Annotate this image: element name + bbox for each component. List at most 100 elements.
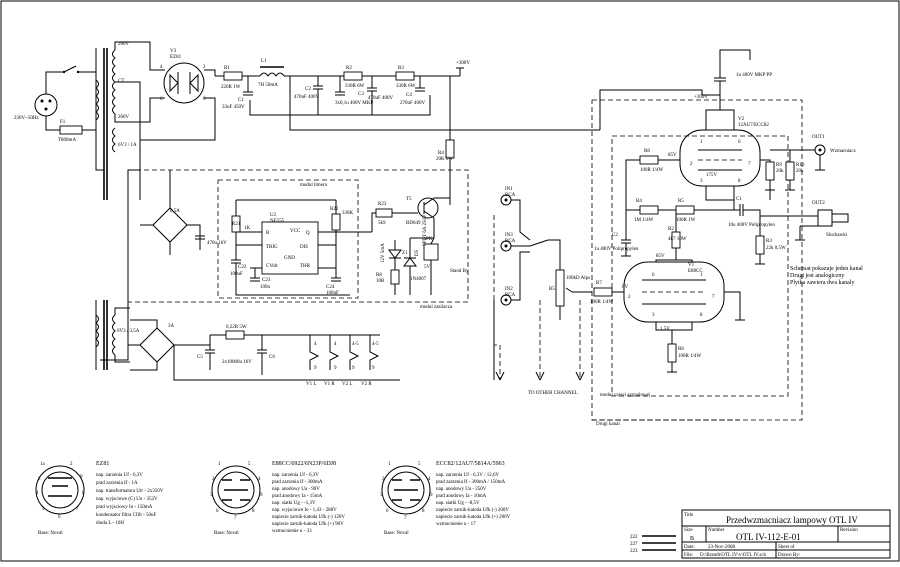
output-coupling: 1u 400V MKP PP +300V [694,49,772,100]
out2-label: OUT2 [812,201,825,206]
e88cc-spec: napiecie zarnik-katoda Ufk (+) 90V [272,522,344,527]
number-label: Number [708,528,725,533]
ecc82-pin: 8 [422,509,425,514]
note-line-2: Drugi jest analogiczny [790,273,844,279]
second-channel-outline [611,135,789,397]
e88cc-title: E88CC/6922/6N23P/6DJ8 [272,461,336,467]
z1-value: 12V 5mA [381,243,386,263]
heater-pin: 9 [314,366,317,371]
ez81-pin: 8 [82,491,85,496]
v1-pin: 3 [652,313,655,318]
v1-anode-voltage: 85V [656,254,665,259]
pk-label: PK [426,237,433,242]
v2-pin: 1 [700,140,703,145]
c3-label: C3 [358,92,364,97]
c2b-value: 1u 400V Polipropylen [594,247,639,252]
v2-pin: 7 [748,162,751,167]
date-label: Date: [684,545,695,550]
r3-resistor [395,71,415,81]
date-value: 23-Nov-2008 [708,545,735,550]
code-3: 223 [630,549,638,554]
v2-pin: 3 [700,179,703,184]
hv-rail-label: +300V [456,61,470,66]
c1-label: C1 [238,98,244,103]
r3-value: 330R 6W [396,84,416,89]
file-value: D:\Brandt\OTL IV\v\OTL IV.sch [700,553,767,558]
bridge-cap-value: 470u 16V [207,241,227,246]
v1-type: E88CC [688,269,703,274]
r4-label: R4 [438,151,444,156]
u2-pin-label: R [266,231,270,236]
r22-resistor [331,213,341,231]
drawn-by-label: Drawn By: [778,553,800,558]
e88cc-spec: prad anodowy Ia - 15mA [272,494,323,499]
u2-pin-label: CVolt [266,264,278,269]
u2-label: U2 [270,213,277,218]
power-module-outline [127,169,469,303]
fuse-f1 [59,125,83,135]
rail-300-signal: +300V [694,95,708,100]
r6-label: R6 [678,347,684,352]
ez81-spec: nap. transformatora Utr - 2x350V [96,489,164,494]
timer-module: modul timera U2 NE555 R VCC TRIG DIS CVo… [217,179,372,299]
r5-value: 100kD Alps [566,276,590,281]
c4-label: C4 [406,93,412,98]
e88cc-pin: 2 [212,477,215,482]
u2-pin-label: Q [306,231,310,236]
v2-pin: 8 [738,179,741,184]
v2-label: V2 [738,117,745,122]
e88cc-socket [211,465,261,515]
r5-pot [555,269,565,307]
r7-value: 100R 1/4W [590,300,613,305]
r22-label: R22 [330,207,339,212]
r3b-label: R3 [766,239,772,244]
pinout-ecc82: 1 2 3 6 7 8 9 4 5 Base: Noval ECC82/12AU… [380,461,511,536]
u2-type: NE555 [270,219,285,224]
v1-pin: 2 [628,295,631,300]
v2-envelope [679,129,761,187]
ez81-spec: kondensator filtra Cfilt - 50uF [96,513,156,518]
ecc82-spec: prad anodowy Ia - 10mA [436,494,487,499]
r1-label: R1 [224,66,230,71]
c1b-value: 10u 400V Polipropylen [728,223,775,228]
r23-label: R23 [378,202,387,207]
code-1: 222 [630,535,638,540]
hv-voltage-bottom: 260V [118,115,130,120]
r8-value: 100R 1/4W [640,168,663,173]
r4-signal-resistor [639,205,659,215]
l1-value: 7H 50mA [258,83,278,88]
c2-label: C2 [305,87,311,92]
c2b-label: C2 [612,233,618,238]
signal-module-label: modul czesci sygnalowej [600,393,650,398]
hv-voltage-top: 260V [118,42,130,47]
u2-pin-label: DIS [300,245,308,250]
r10-label: R10 [796,163,805,168]
tube-v2: V2 12AU7/ECC82 1 6 2 7 3 8 175V 85V [660,95,771,201]
c3b-value: 470uF 400V [368,96,394,101]
heater-label: V1 R [324,382,335,387]
ecc82-title: ECC82/12AU7/5814A/5963 [436,461,505,467]
r2-value: 330R 6W [345,84,365,89]
r3b-value: 22k 0,5W [766,246,786,251]
d5-label: D5 [415,249,420,256]
r1-value: 220R 1W [221,85,241,90]
ez81-pin: 9 [80,475,83,480]
r23-value: 5k9 [378,221,386,226]
v1-pin: 1 [700,273,703,278]
v3-type: EZ81 [170,55,182,60]
u2-pin-label: THR [300,264,311,269]
t5-transistor [417,197,439,219]
c1-value: 33uF 450V [222,105,245,110]
mid-network: R4 1M 1/4W R5 100R 1W C1 10u 400V Polipr… [594,89,786,265]
u2-pin-label: VCC [290,229,301,234]
ecc82-spec: nap. siatki Ug - -8,5V [436,501,480,506]
in3-type: RCA [505,239,516,244]
r4-resistor [445,139,455,159]
v2-pin: 6 [738,140,741,145]
ez81-spec: prad zarzenia If - 1A [96,481,138,486]
r3-signal-resistor [755,235,765,255]
bridge-2-rating: 3A [168,324,175,329]
v1-grid-voltage: 0V [622,285,629,290]
outputs: OUT1 Wzmacniacz OUT2 Sluchawki [760,135,857,241]
